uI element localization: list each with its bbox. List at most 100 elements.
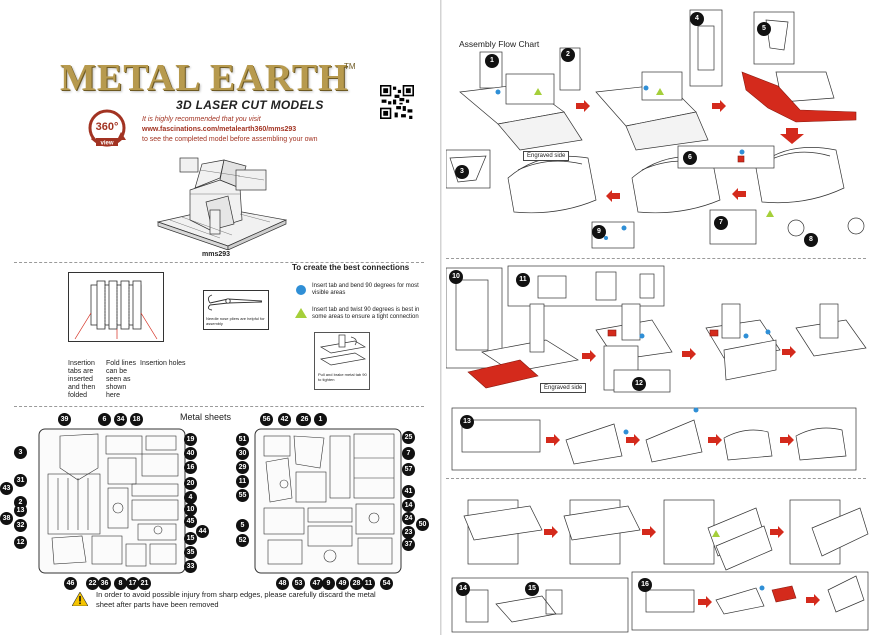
sheet2-part-14: 14 <box>402 499 415 512</box>
brand-logo: METAL EARTH <box>60 57 349 99</box>
sheet2-part-11: 11 <box>362 577 375 590</box>
sheet2-part-53: 53 <box>292 577 305 590</box>
sheet2-part-42: 42 <box>278 413 291 426</box>
completed-model-image <box>156 157 288 250</box>
sheet2-part-55: 55 <box>236 489 249 502</box>
engraved-side-label-2: Engraved side <box>540 383 587 393</box>
fold-lines-label: Fold lines can be seen as shown here <box>106 360 136 399</box>
sheet1-part-43: 43 <box>0 482 13 495</box>
recommend-text: It is highly recommended that you visit <box>142 116 261 123</box>
sheet1-part-6: 6 <box>98 413 111 426</box>
step-badge-12: 12 <box>632 377 646 391</box>
sheet1-part-46: 46 <box>64 577 77 590</box>
step-badge-7: 7 <box>714 216 728 230</box>
bend-instruction: Insert tab and bend 90 degrees for most … <box>312 283 419 296</box>
step-badge-15: 15 <box>525 582 539 596</box>
sheet2-part-24: 24 <box>402 512 415 525</box>
insertion-holes-label: Insertion holes <box>140 360 186 367</box>
step-badge-10: 10 <box>449 270 463 284</box>
step-badge-14: 14 <box>456 582 470 596</box>
svg-text:view: view <box>100 141 113 147</box>
twist-marker-icon <box>295 308 307 318</box>
sheet1-part-31: 31 <box>14 474 27 487</box>
sheet1-part-3: 3 <box>14 446 27 459</box>
step-badge-13: 13 <box>460 415 474 429</box>
sheet1-part-36: 36 <box>98 577 111 590</box>
sheet1-part-33: 33 <box>184 560 197 573</box>
sheet1-part-15: 15 <box>184 532 197 545</box>
sheet2-part-29: 29 <box>236 461 249 474</box>
sheet2-part-7: 7 <box>402 447 415 460</box>
svg-text:360°: 360° <box>96 121 119 133</box>
sheet2-part-54: 54 <box>380 577 393 590</box>
sheet2-part-28: 28 <box>350 577 363 590</box>
metal-sheets-title: Metal sheets <box>180 412 232 422</box>
sheet1-part-39: 39 <box>58 413 71 426</box>
sheet2-part-1: 1 <box>314 413 327 426</box>
sheet1-part-16: 16 <box>184 461 197 474</box>
assembly-flow-title: Assembly Flow Chart <box>459 39 540 49</box>
section-divider <box>14 406 424 407</box>
twist-tab-diagram <box>314 332 370 390</box>
sheet2-part-30: 30 <box>236 447 249 460</box>
needle-nose-pliers-icon <box>207 294 263 311</box>
section-divider <box>446 478 866 479</box>
warning-icon <box>72 592 88 606</box>
sheet2-part-11: 11 <box>236 475 249 488</box>
sheet1-part-8: 8 <box>114 577 127 590</box>
sheet1-part-18: 18 <box>130 413 143 426</box>
sheet2-part-41: 41 <box>402 485 415 498</box>
sheet1-part-35: 35 <box>184 546 197 559</box>
connections-title: To create the best connections <box>292 263 410 272</box>
metal-sheet-1 <box>38 428 186 574</box>
sheet2-part-23: 23 <box>402 526 415 539</box>
step-badge-8: 8 <box>804 233 818 247</box>
sheet2-part-25: 25 <box>402 431 415 444</box>
sheet2-part-51: 51 <box>236 433 249 446</box>
sheet1-part-20: 20 <box>184 477 197 490</box>
engraved-side-label: Engraved side <box>523 151 570 161</box>
sheet2-part-9: 9 <box>322 577 335 590</box>
sheet1-part-17: 17 <box>126 577 139 590</box>
sheet1-part-19: 19 <box>184 433 197 446</box>
step-badge-2: 2 <box>561 48 575 62</box>
model-code: mms293 <box>202 251 231 258</box>
qr-code-icon[interactable] <box>380 85 414 119</box>
step-badge-3: 3 <box>455 165 469 179</box>
sheet2-part-37: 37 <box>402 538 415 551</box>
step-badge-1: 1 <box>485 54 499 68</box>
sheet1-part-21: 21 <box>138 577 151 590</box>
trademark: TM <box>344 62 356 71</box>
model-url-link[interactable]: www.fascinations.com/metalearth360/mms29… <box>142 126 297 133</box>
sheet1-part-40: 40 <box>184 447 197 460</box>
twist-caption: Pull and brake metal tab 90 to tighten <box>318 372 367 382</box>
insertion-tabs-label: Insertion tabs are inserted and then fol… <box>68 360 96 399</box>
step-badge-6: 6 <box>683 151 697 165</box>
pliers-tip-box <box>203 290 269 330</box>
sheet1-part-22: 22 <box>86 577 99 590</box>
section-divider <box>14 262 424 263</box>
sheet2-part-50: 50 <box>416 518 429 531</box>
view-360-badge-icon: 360° view <box>88 109 126 147</box>
sheet2-part-48: 48 <box>276 577 289 590</box>
sheet2-part-56: 56 <box>260 413 273 426</box>
bend-marker-icon <box>296 285 306 295</box>
metal-sheet-2 <box>254 428 402 574</box>
step-badge-11: 11 <box>516 273 530 287</box>
sharp-edges-warning: In order to avoid possible injury from s… <box>96 590 376 609</box>
sheet1-part-12: 12 <box>14 536 27 549</box>
assembly-flow-chart <box>446 9 869 633</box>
step-badge-4: 4 <box>690 12 704 26</box>
twist-instruction: Insert tab and twist 90 degrees is best … <box>312 307 420 320</box>
step-badge-5: 5 <box>757 22 771 36</box>
sheet1-part-4: 4 <box>184 491 197 504</box>
section-divider <box>446 258 866 259</box>
see-model-text: to see the completed model before assemb… <box>142 136 318 143</box>
sheet2-part-57: 57 <box>402 463 415 476</box>
sheet1-part-34: 34 <box>114 413 127 426</box>
fold-tips-diagram <box>68 272 164 342</box>
sheet1-part-13: 13 <box>14 504 27 517</box>
step-badge-9: 9 <box>592 225 606 239</box>
sheet1-part-10: 10 <box>184 503 197 516</box>
sheet1-part-45: 45 <box>184 515 197 528</box>
